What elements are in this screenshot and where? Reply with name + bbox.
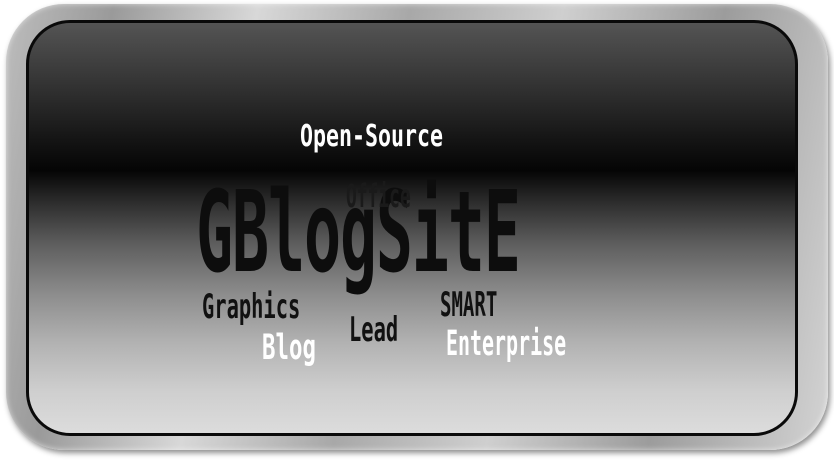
word-office: Office (346, 177, 411, 215)
word-lead: Lead (349, 310, 399, 350)
word-blog: Blog (262, 328, 316, 368)
glossy-panel (26, 20, 798, 436)
word-open-source: Open-Source (300, 119, 444, 154)
word-gblogsite: GBlogSitE (196, 168, 521, 298)
word-graphics: Graphics (202, 287, 301, 327)
word-enterprise: Enterprise (446, 324, 567, 364)
word-smart: SMART (440, 285, 498, 325)
